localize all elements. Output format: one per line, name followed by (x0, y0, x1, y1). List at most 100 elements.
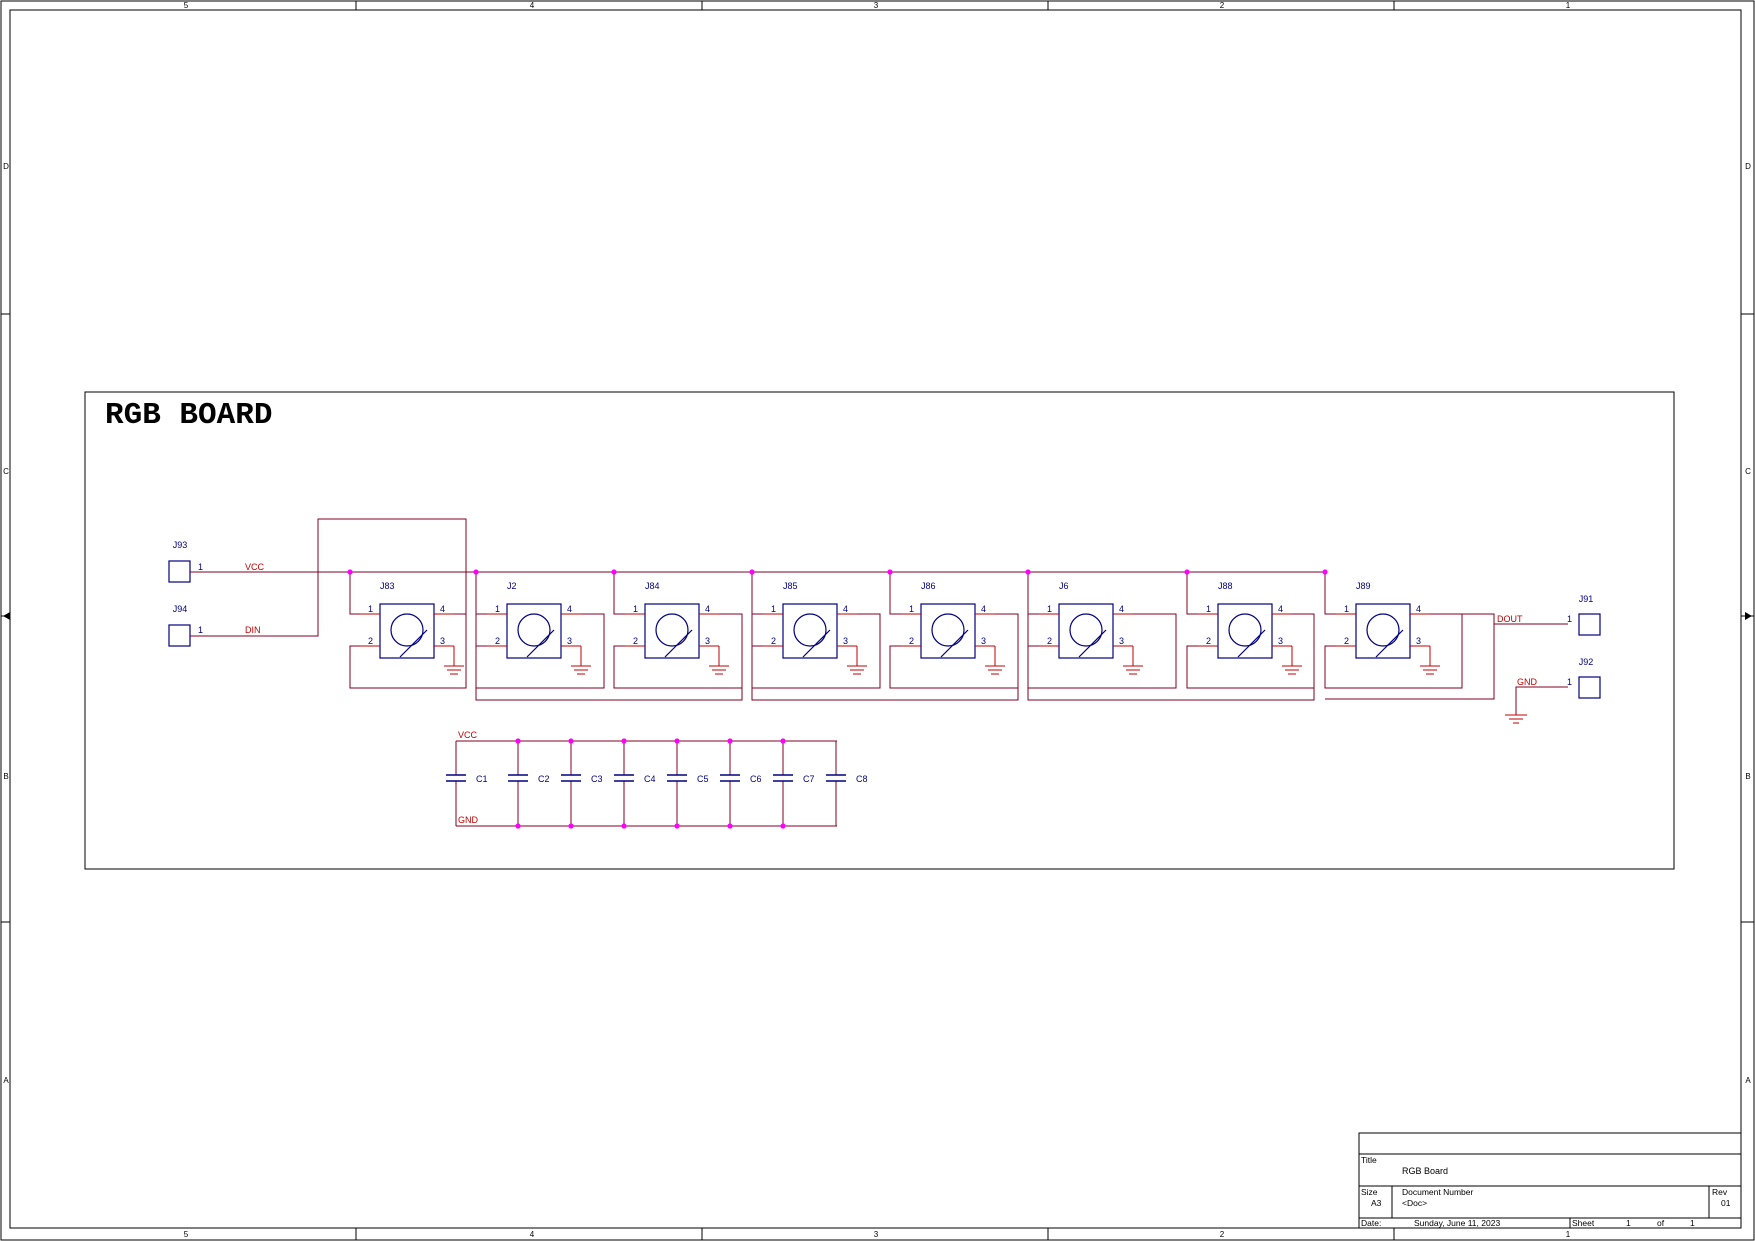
led-slash-icon (1237, 629, 1266, 658)
title-value: RGB Board (1402, 1166, 1448, 1176)
cap-ref: C2 (538, 774, 550, 784)
connector-j92[interactable]: J92 1 GND (1517, 657, 1601, 699)
col-label-top: 3 (874, 1, 879, 10)
capacitor-c2[interactable]: C2 (508, 741, 550, 826)
pin-number: 3 (1119, 636, 1124, 646)
capacitor-c1[interactable]: C1 (446, 741, 488, 826)
pin-number: 1 (1567, 677, 1572, 687)
cap-ref: C7 (803, 774, 815, 784)
row-label-left: B (3, 772, 8, 781)
cap-ref: C1 (476, 774, 488, 784)
led-ref: J6 (1059, 581, 1069, 591)
title-block (1358, 1132, 1742, 1229)
led-lens-icon (517, 613, 551, 647)
connector-j93[interactable]: J93 1 VCC (168, 540, 265, 583)
connector-ref: J93 (173, 540, 188, 550)
pin-number: 1 (1567, 614, 1572, 624)
capacitor-c5[interactable]: C5 (667, 741, 709, 826)
junction-dot (749, 569, 755, 575)
led-ref: J88 (1218, 581, 1233, 591)
connector-j91[interactable]: J91 1 DOUT (1497, 594, 1601, 636)
led-lens-icon (1069, 613, 1103, 647)
col-label-bottom: 1 (1566, 1230, 1571, 1239)
date-label: Date: (1361, 1218, 1381, 1228)
title-label: Title (1361, 1155, 1377, 1165)
pin-number: 2 (1206, 636, 1211, 646)
pin-number: 2 (771, 636, 776, 646)
row-label-right: B (1745, 772, 1750, 781)
led-body (1355, 603, 1411, 659)
capacitor-c8[interactable]: C8 (826, 741, 868, 826)
capacitor-c7[interactable]: C7 (773, 741, 815, 826)
led-lens-icon (390, 613, 424, 647)
pin-number: 1 (495, 604, 500, 614)
col-label-bottom: 5 (184, 1230, 189, 1239)
cap-ref: C5 (697, 774, 709, 784)
led-body (644, 603, 700, 659)
pin-number: 2 (1344, 636, 1349, 646)
led-lens-icon (655, 613, 689, 647)
row-label-left: D (3, 162, 9, 171)
pin-number: 4 (1119, 604, 1124, 614)
pin-number: 1 (198, 562, 203, 572)
led-slash-icon (1078, 629, 1107, 658)
sheets-value: 1 (1690, 1218, 1695, 1228)
ground-icon (444, 665, 464, 675)
led-body (506, 603, 562, 659)
pin-number: 1 (198, 625, 203, 635)
junction-dot (727, 823, 733, 829)
led-ref: J2 (507, 581, 517, 591)
led-slash-icon (802, 629, 831, 658)
pin-number: 3 (843, 636, 848, 646)
led-ref: J85 (783, 581, 798, 591)
capacitor-c4[interactable]: C4 (614, 741, 656, 826)
pin-number: 1 (368, 604, 373, 614)
col-label-top: 4 (530, 1, 535, 10)
pin-number: 1 (909, 604, 914, 614)
ground-icon (985, 665, 1005, 675)
junction-dot (674, 738, 680, 744)
ground-icon (571, 665, 591, 675)
junction-dot (347, 569, 353, 575)
junction-dot (887, 569, 893, 575)
row-label-right: A (1745, 1076, 1751, 1085)
junction-dot (1025, 569, 1031, 575)
size-label: Size (1361, 1187, 1378, 1197)
of-label: of (1657, 1218, 1665, 1228)
col-label-top: 1 (1566, 1, 1571, 10)
cap-ref: C6 (750, 774, 762, 784)
net-label-gnd: GND (1517, 677, 1538, 687)
capacitor-c6[interactable]: C6 (720, 741, 762, 826)
junction-dot (1322, 569, 1328, 575)
ground-icon (1420, 665, 1440, 675)
block-title: RGB BOARD (105, 398, 272, 433)
connector-j94[interactable]: J94 1 DIN (168, 604, 261, 647)
pin-number: 1 (633, 604, 638, 614)
pin-number: 4 (1278, 604, 1283, 614)
led-slash-icon (1375, 629, 1404, 658)
docnum-value: <Doc> (1402, 1198, 1427, 1208)
connector-ref: J94 (173, 604, 188, 614)
connector-ref: J91 (1579, 594, 1594, 604)
center-arrow-left (3, 612, 10, 620)
led-slash-icon (664, 629, 693, 658)
cap-net-vcc: VCC (458, 730, 478, 740)
capacitor-c3[interactable]: C3 (561, 741, 603, 826)
pin-number: 4 (1416, 604, 1421, 614)
pin-number: 4 (981, 604, 986, 614)
led-ref: J89 (1356, 581, 1371, 591)
ground-icon (709, 665, 729, 675)
date-value: Sunday, June 11, 2023 (1414, 1218, 1500, 1228)
pin-number: 4 (440, 604, 445, 614)
led-lens-icon (931, 613, 965, 647)
cap-ref: C4 (644, 774, 656, 784)
